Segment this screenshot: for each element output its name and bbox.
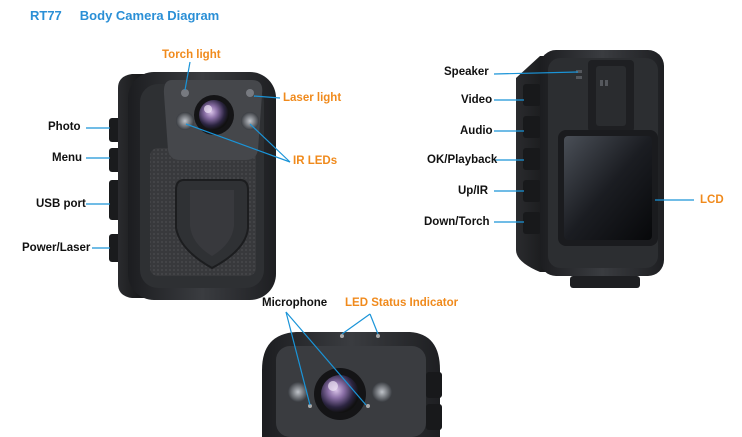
label-lcd: LCD (700, 194, 724, 206)
front-camera (109, 72, 276, 300)
label-speaker: Speaker (444, 66, 489, 78)
label-ir-leds: IR LEDs (293, 155, 338, 167)
label-led-status: LED Status Indicator (345, 297, 459, 309)
top-view-camera (262, 332, 442, 437)
label-photo: Photo (48, 121, 81, 133)
model-name: RT77 (30, 8, 62, 23)
title-text: Body Camera Diagram (79, 8, 220, 23)
label-ok-playback: OK/Playback (427, 154, 498, 166)
label-usb-port: USB port (36, 198, 86, 210)
label-microphone: Microphone (262, 297, 328, 309)
label-down-torch: Down/Torch (424, 216, 490, 228)
label-audio: Audio (460, 125, 493, 137)
label-laser-light: Laser light (283, 92, 342, 104)
back-camera (516, 50, 664, 288)
label-menu: Menu (52, 152, 83, 164)
label-up-ir: Up/IR (458, 185, 489, 197)
diagram-title: RT77 Body Camera Diagram (30, 8, 237, 23)
callout-lines (86, 61, 694, 406)
label-torch-light: Torch light (162, 49, 221, 61)
label-video: Video (461, 94, 493, 106)
label-power-laser: Power/Laser (22, 242, 91, 254)
